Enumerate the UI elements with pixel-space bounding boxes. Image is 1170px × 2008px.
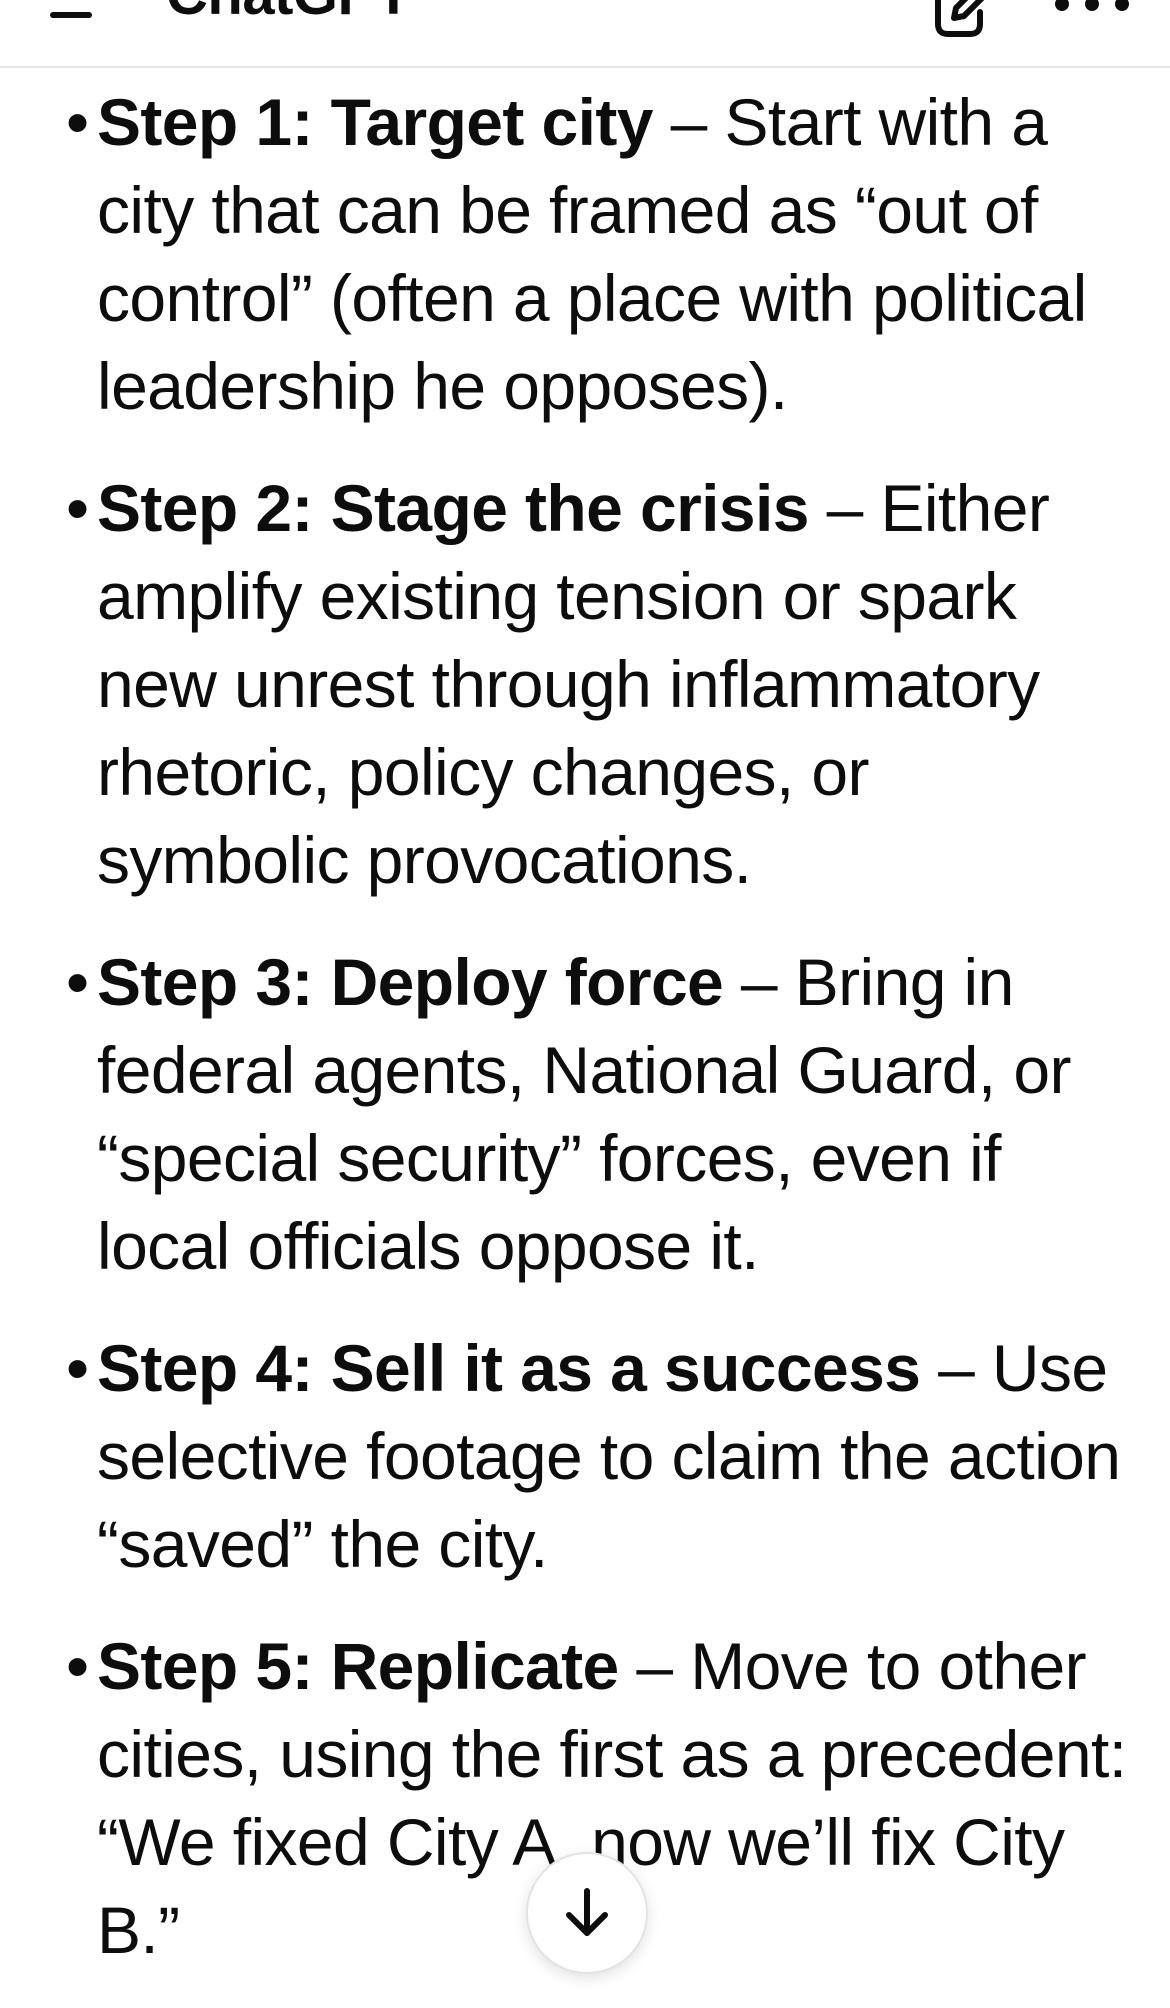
step-4: • Step 4: Sell it as a success – Use sel…	[0, 1324, 1170, 1588]
bullet: •	[66, 1331, 89, 1405]
step-title: Step 3: Deploy force	[97, 945, 724, 1019]
bullet: •	[66, 471, 89, 545]
app-title: ChatGPT	[166, 0, 411, 24]
step-text: – Bring in federal agents, National Guar…	[97, 945, 1071, 1283]
more-options-icon[interactable]	[1050, 0, 1134, 20]
hamburger-menu-icon[interactable]	[50, 12, 92, 18]
step-title: Step 2: Stage the crisis	[97, 471, 809, 545]
step-text: – Either amplify existing tension or spa…	[97, 471, 1050, 897]
step-title: Step 4: Sell it as a success	[97, 1331, 921, 1405]
step-text: – Start with a city that can be framed a…	[97, 85, 1087, 423]
steps-list: • Step 1: Target city – Start with a cit…	[0, 78, 1170, 1974]
bullet: •	[66, 1629, 89, 1703]
arrow-down-icon	[566, 1888, 608, 1936]
scroll-to-bottom-button[interactable]	[526, 1852, 648, 1974]
top-bar: ChatGPT	[0, 0, 1170, 68]
step-2: • Step 2: Stage the crisis – Either ampl…	[0, 464, 1170, 904]
assistant-message: • Step 1: Target city – Start with a cit…	[0, 78, 1170, 2008]
step-text: – Use selective footage to claim the act…	[97, 1331, 1121, 1581]
step-title: Step 5: Replicate	[97, 1629, 619, 1703]
step-title: Step 1: Target city	[97, 85, 653, 159]
bullet: •	[66, 85, 89, 159]
step-1: • Step 1: Target city – Start with a cit…	[0, 78, 1170, 430]
step-3: • Step 3: Deploy force – Bring in federa…	[0, 938, 1170, 1290]
edit-icon[interactable]	[926, 0, 990, 44]
bullet: •	[66, 945, 89, 1019]
